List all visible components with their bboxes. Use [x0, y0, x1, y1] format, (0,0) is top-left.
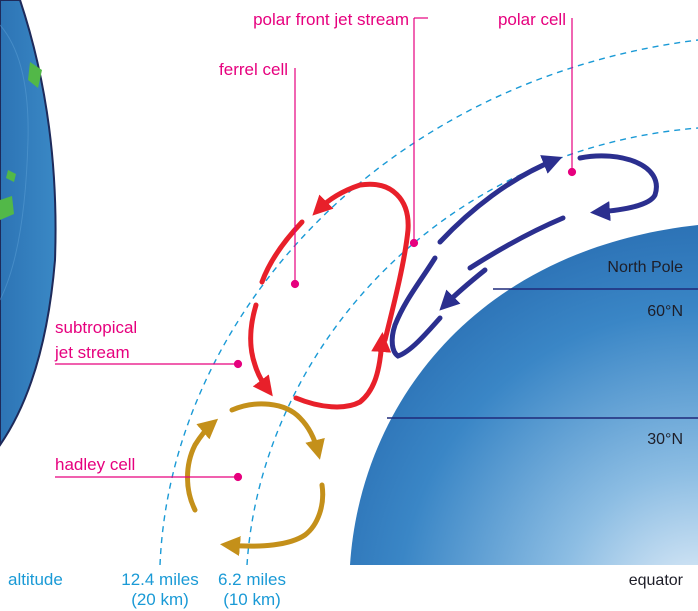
label-polar-front-jet-stream: polar front jet stream [253, 10, 409, 29]
label-altitude: altitude [8, 570, 63, 589]
polar-cell-pointer-dot [567, 167, 577, 177]
label-alt-10km-miles: 6.2 miles [218, 570, 286, 589]
label-hadley-cell: hadley cell [55, 455, 135, 474]
label-alt-20km-miles: 12.4 miles [121, 570, 198, 589]
altitude-arc-10km [246, 127, 698, 566]
subtropical-jet-pointer-dot [233, 359, 243, 369]
leader-lines [55, 17, 577, 482]
label-alt-10km-km: (10 km) [223, 590, 281, 609]
label-60n: 60°N [647, 303, 683, 320]
label-subtropical-line1: subtropical [55, 318, 137, 337]
label-equator: equator [629, 572, 684, 589]
continent-shape [0, 196, 14, 220]
ferrel-cell-pointer-dot [290, 279, 300, 289]
polar-front-jet-pointer-dot [409, 238, 419, 248]
continent-shape [28, 62, 42, 88]
label-30n: 30°N [647, 431, 683, 448]
hadley-cell-pointer-dot [233, 472, 243, 482]
ferrel-cell-arrows [248, 181, 411, 410]
label-alt-20km-km: (20 km) [131, 590, 189, 609]
earth-northern-hemisphere [350, 225, 698, 565]
label-polar-cell: polar cell [498, 10, 566, 29]
label-ferrel-cell: ferrel cell [219, 60, 288, 79]
globe [0, 0, 57, 447]
label-north-pole: North Pole [607, 259, 683, 276]
polar-cell-arrows [389, 153, 659, 359]
hadley-cell-arrows [185, 401, 326, 557]
continent-shape [6, 170, 16, 182]
label-subtropical-line2: jet stream [54, 343, 130, 362]
